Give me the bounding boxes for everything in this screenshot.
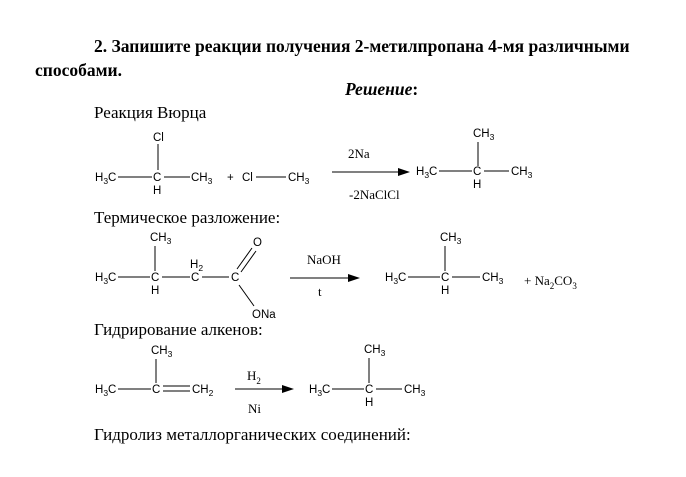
r3-ch3-top: CH3 (151, 345, 173, 359)
section-wurtz-heading: Реакция Вюрца (94, 103, 207, 122)
r1-product-h3c: H3C (416, 166, 437, 180)
r1-product-carbon: C (473, 166, 481, 178)
r2-reagent: NaOH (307, 252, 341, 267)
section-hydrogenation-heading: Гидрирование алкенов: (94, 320, 263, 339)
r2-h2-label: H2 (190, 259, 203, 273)
r2-ch3-top: CH3 (150, 232, 172, 246)
r2-bond-ona (238, 284, 255, 307)
r3-product-hydrogen: H (365, 397, 373, 409)
r1-chlorine-top: Cl (153, 132, 164, 144)
r1-arrow-head (398, 168, 410, 176)
r1-product-hydrogen: H (473, 179, 481, 191)
section-thermal-heading: Термическое разложение: (94, 208, 281, 227)
r2-hydrogen1: H (151, 285, 159, 297)
r2-product-ch3-right: CH3 (482, 272, 504, 286)
r2-product-ch3-top: CH3 (440, 232, 462, 246)
r2-condition: t (318, 284, 322, 299)
r3-product-ch3-right: CH3 (404, 384, 426, 398)
r1-product-ch3-top: CH3 (473, 128, 495, 142)
wurtz-reaction: Cl H3C C H CH3 + Cl CH3 2Na -2NaClCl CH3… (95, 128, 533, 202)
r3-catalyst: Ni (248, 401, 261, 416)
r2-ona: ONa (252, 309, 276, 321)
r2-h3c: H3C (95, 272, 116, 286)
r3-reagent: H2 (247, 368, 261, 386)
r1-ch3-right: CH3 (191, 172, 213, 186)
r1-chlorine-methyl: Cl (242, 172, 253, 184)
r3-product-carbon: C (365, 384, 373, 396)
r1-reagent: 2Na (348, 146, 370, 161)
r3-ch2: CH2 (192, 384, 214, 398)
r1-h3c-left: H3C (95, 172, 116, 186)
r2-bond-co-2 (240, 250, 257, 273)
r1-byproduct: -2NaClCl (349, 187, 400, 202)
task-title-line2: способами. (35, 60, 122, 80)
r3-product-ch3-top: CH3 (364, 344, 386, 358)
r2-product-carbon: C (441, 272, 449, 284)
r3-h3c: H3C (95, 384, 116, 398)
r2-carbon2: C (191, 272, 199, 284)
r2-oxygen: O (253, 237, 262, 249)
r1-central-hydrogen: H (153, 185, 161, 197)
r1-plus: + (227, 172, 234, 184)
r2-sodium-carbonate: + Na2CO3 (524, 273, 577, 291)
task-title-line1: 2. Запишите реакции получения 2-метилпро… (94, 36, 630, 56)
r2-product-hydrogen: H (441, 285, 449, 297)
r3-product-h3c: H3C (309, 384, 330, 398)
r2-product-h3c: H3C (385, 272, 406, 286)
r1-ch3-methyl: CH3 (288, 172, 310, 186)
r3-arrow-head (282, 385, 294, 393)
r1-central-carbon: C (153, 172, 161, 184)
r3-carbon: C (152, 384, 160, 396)
section-hydrolysis-heading: Гидролиз металлорганических соединений: (94, 425, 411, 444)
r2-bond-co-1 (236, 247, 253, 270)
hydrogenation-reaction: CH3 H3C C CH2 H2 Ni CH3 H3C C H CH3 (95, 344, 426, 416)
r1-product-ch3-right: CH3 (511, 166, 533, 180)
r2-arrow-head (348, 274, 360, 282)
thermal-reaction: CH3 H3C C H H2 C C O ONa NaOH t CH3 H3C … (95, 232, 577, 321)
r2-carbon1: C (151, 272, 159, 284)
solution-heading: Решение: (345, 79, 419, 99)
r2-carbon3: C (231, 272, 239, 284)
